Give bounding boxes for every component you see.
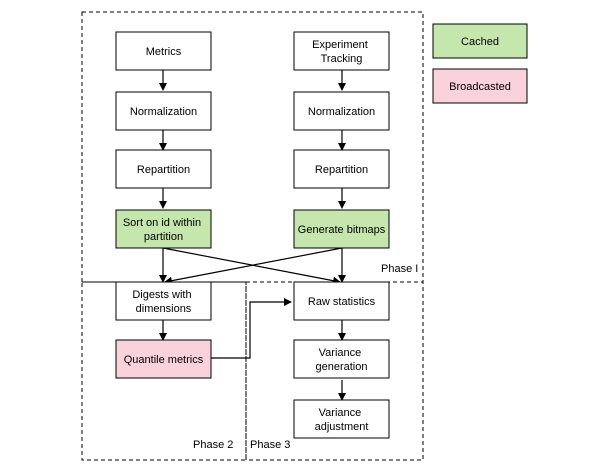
node-generate-bitmaps: Generate bitmaps bbox=[293, 209, 390, 249]
node-quantile-metrics: Quantile metrics bbox=[115, 339, 212, 379]
node-sort-on-id-label: Sort on id within partition bbox=[123, 217, 204, 243]
phase-2-label: Phase 2 bbox=[193, 439, 233, 451]
legend-broadcasted-label: Broadcasted bbox=[449, 81, 511, 93]
node-raw-statistics-label: Raw statistics bbox=[308, 296, 376, 308]
edge-bitmaps-digests bbox=[164, 247, 343, 285]
node-variance-generation: Variance generation bbox=[293, 339, 390, 379]
node-normalization-right: Normalization bbox=[293, 91, 390, 131]
legend-cached: Cached bbox=[432, 23, 528, 59]
node-normalization-left-label: Normalization bbox=[130, 106, 197, 118]
node-raw-statistics: Raw statistics bbox=[293, 281, 390, 321]
node-digests: Digests with dimensions bbox=[115, 281, 212, 321]
node-experiment-tracking: Experiment Tracking bbox=[293, 31, 390, 71]
edge-quantile-raw-statistics bbox=[211, 298, 292, 359]
node-normalization-right-label: Normalization bbox=[308, 106, 375, 118]
phase-1-border bbox=[81, 11, 424, 283]
phase-3-border bbox=[245, 281, 424, 461]
node-variance-adjustment-label: Variance adjustment bbox=[315, 407, 369, 433]
node-repartition-left-label: Repartition bbox=[137, 164, 190, 176]
phase-2-border bbox=[81, 281, 247, 461]
node-repartition-left: Repartition bbox=[115, 149, 212, 189]
node-metrics: Metrics bbox=[115, 31, 212, 71]
phase-1-label: Phase I bbox=[381, 263, 418, 275]
node-variance-generation-label: Variance generation bbox=[316, 347, 368, 373]
node-repartition-right: Repartition bbox=[293, 149, 390, 189]
node-metrics-label: Metrics bbox=[146, 46, 182, 58]
legend-cached-label: Cached bbox=[461, 36, 499, 48]
edges bbox=[159, 70, 346, 401]
legend-broadcasted: Broadcasted bbox=[432, 68, 528, 104]
node-normalization-left: Normalization bbox=[115, 91, 212, 131]
node-generate-bitmaps-label: Generate bitmaps bbox=[298, 224, 386, 236]
phase-3-label: Phase 3 bbox=[250, 439, 290, 451]
node-experiment-tracking-label: Experiment Tracking bbox=[312, 39, 371, 65]
node-digests-label: Digests with dimensions bbox=[132, 289, 194, 315]
node-variance-adjustment: Variance adjustment bbox=[293, 399, 390, 439]
node-quantile-metrics-label: Quantile metrics bbox=[124, 354, 204, 366]
node-sort-on-id: Sort on id within partition bbox=[115, 209, 212, 249]
node-repartition-right-label: Repartition bbox=[315, 164, 368, 176]
